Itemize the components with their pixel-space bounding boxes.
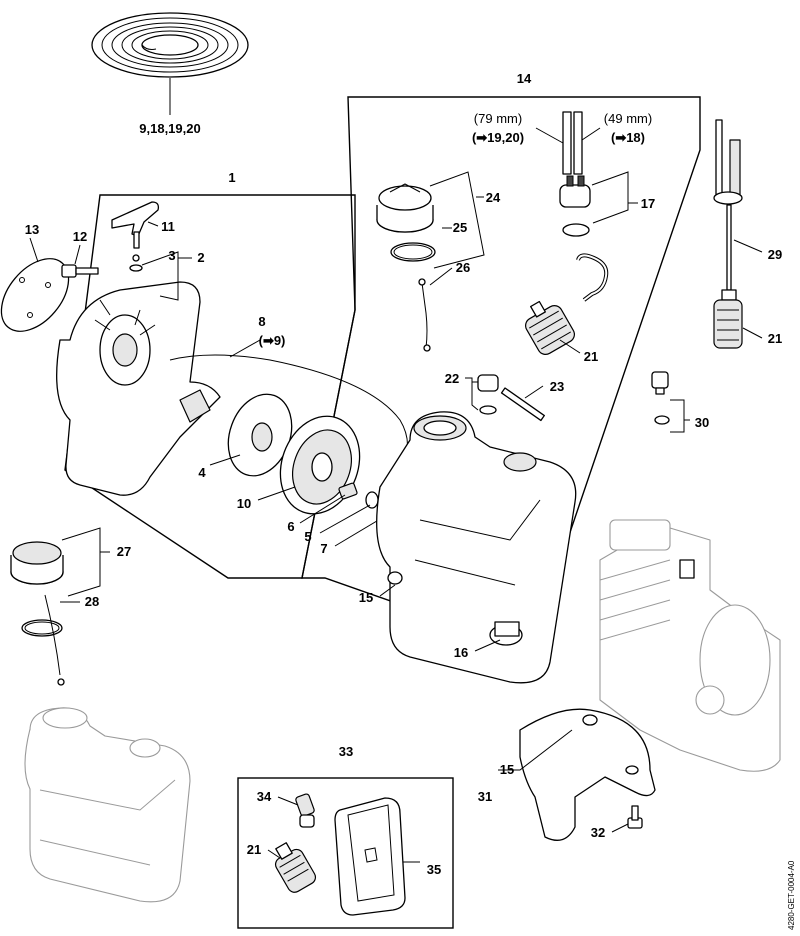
callout-15-a: 15 [359, 590, 373, 605]
document-id: 4280-GET-0004-A0 [787, 860, 796, 930]
callout-23: 23 [550, 379, 564, 394]
callout-5: 5 [304, 529, 311, 544]
callout-34: 34 [257, 789, 272, 804]
fuel-line-pair [562, 111, 583, 175]
callout-30: 30 [695, 415, 709, 430]
fuel-pickup-assembly [525, 175, 609, 355]
callout-10: 10 [237, 496, 251, 511]
engine-faint [599, 519, 781, 772]
callout-21-b: 21 [768, 331, 782, 346]
rope-rotor [227, 393, 293, 477]
kit-filter-21 [274, 842, 317, 893]
callout-33: 33 [339, 744, 353, 759]
callout-17: 17 [641, 196, 655, 211]
callout-21-a: 21 [584, 349, 598, 364]
callout-2: 2 [197, 250, 204, 265]
fuel-cap [376, 183, 436, 352]
callout-6: 6 [287, 519, 294, 534]
cylinder-shroud [519, 708, 656, 841]
callout-32: 32 [591, 825, 605, 840]
callout-28: 28 [85, 594, 99, 609]
gasket-plate [0, 258, 70, 332]
kit-air-filter-35 [334, 797, 406, 916]
screw-32 [627, 805, 643, 829]
callout-29: 29 [768, 247, 782, 262]
starter-rope [169, 354, 408, 471]
callout-79mm: (79 mm) [474, 111, 522, 126]
fuel-tank [376, 411, 577, 684]
callout-3: 3 [168, 248, 175, 263]
valve-30 [651, 371, 670, 425]
callout-26: 26 [456, 260, 470, 275]
callout-16: 16 [454, 645, 468, 660]
callout-35: 35 [427, 862, 441, 877]
callout-14: 14 [517, 71, 532, 86]
callout-9-18-19-20: 9,18,19,20 [139, 121, 200, 136]
rewind-spring [91, 12, 249, 78]
callout-31: 31 [478, 789, 492, 804]
callout-12: 12 [73, 229, 87, 244]
callout-ref-9: (➡9) [259, 333, 286, 348]
callout-13: 13 [25, 222, 39, 237]
callout-1: 1 [228, 170, 235, 185]
callout-11: 11 [161, 219, 175, 234]
callout-49mm: (49 mm) [604, 111, 652, 126]
starter-housing [56, 281, 221, 496]
vent-valve [477, 374, 545, 422]
pickup-tube-assembly [713, 119, 743, 349]
callout-8: 8 [258, 314, 265, 329]
callout-24: 24 [486, 190, 501, 205]
callout-ref-18: (➡18) [611, 130, 645, 145]
callout-25: 25 [453, 220, 467, 235]
callout-27: 27 [117, 544, 131, 559]
reference-tank-faint [24, 707, 191, 903]
callout-21-c: 21 [247, 842, 261, 857]
callout-7: 7 [320, 541, 327, 556]
kit-valve-34 [295, 793, 315, 828]
screw-12 [61, 264, 99, 278]
callout-ref-19-20: (➡19,20) [472, 130, 524, 145]
starter-grip [111, 201, 160, 272]
tank-cap-left [10, 541, 65, 686]
callout-22: 22 [445, 371, 459, 386]
pulley [279, 415, 361, 515]
frame-group-33 [237, 777, 454, 929]
callout-15-b: 15 [500, 762, 514, 777]
callout-4: 4 [198, 465, 206, 480]
